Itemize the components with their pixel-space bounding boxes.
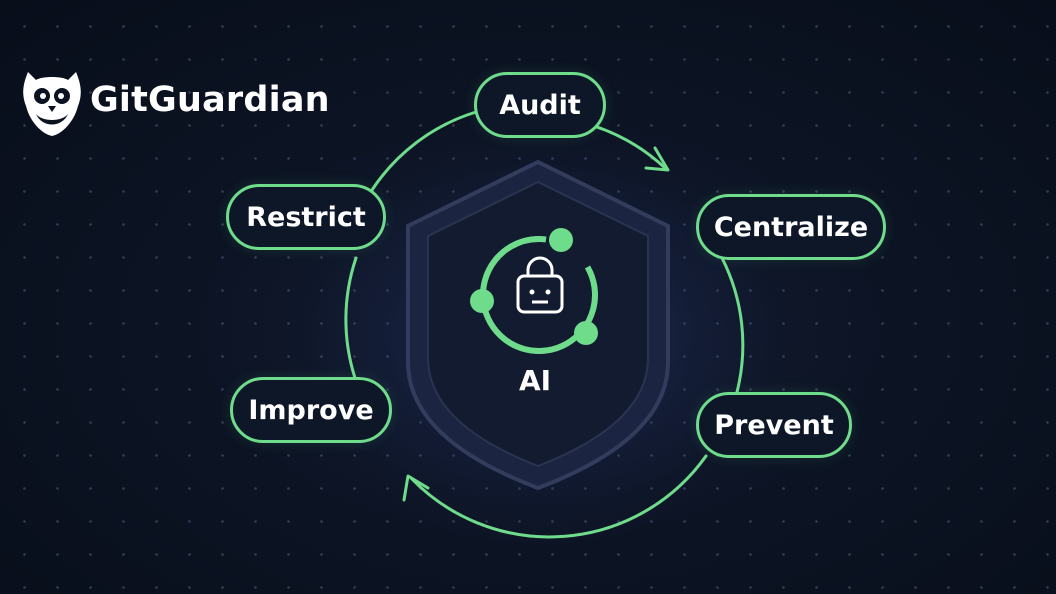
brand-header: GitGuardian [20, 62, 330, 138]
brand-logo-space [20, 62, 82, 138]
center-label: AI [518, 364, 552, 397]
arc-audit-centralize [592, 124, 667, 170]
arrowhead-top-right-icon [644, 146, 670, 172]
ai-orbit-icon [470, 228, 598, 354]
step-centralize-pill: Centralize [696, 194, 886, 260]
step-restrict-pill: Restrict [226, 184, 386, 250]
shield-icon [406, 159, 670, 491]
cycle-ring [344, 110, 745, 539]
owl-logo-icon [23, 72, 81, 136]
step-improve-pill: Improve [230, 377, 392, 443]
arc-centralize-prevent [720, 256, 745, 394]
step-prevent-pill: Prevent [696, 392, 852, 458]
arc-improve-restrict [344, 256, 358, 380]
step-audit-pill: Audit [474, 72, 606, 138]
brand-name: GitGuardian [90, 80, 330, 120]
arrowhead-bottom-left-icon [402, 474, 430, 502]
arc-restrict-audit [370, 110, 478, 192]
arc-prevent-improve [409, 454, 708, 539]
robot-lock-icon [516, 256, 564, 314]
